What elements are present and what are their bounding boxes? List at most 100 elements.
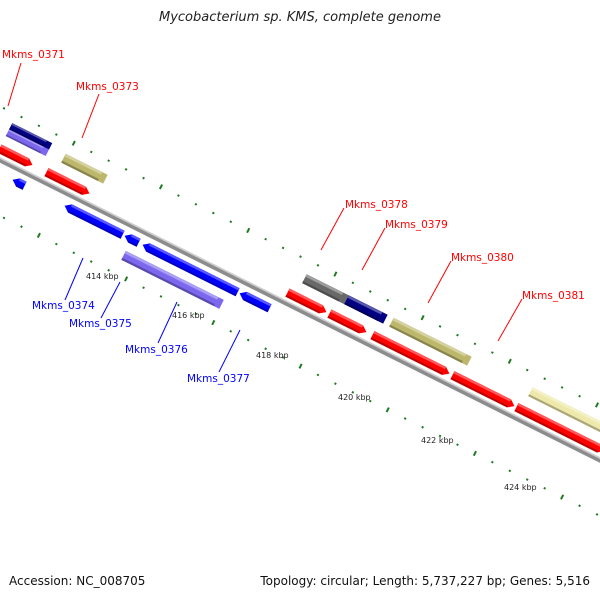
cds-mkms-0373-red-body <box>44 168 90 195</box>
cds-mkms-0371-red-body <box>0 144 33 167</box>
tick-outer <box>473 342 477 346</box>
scale-label: 414 kbp <box>86 272 119 281</box>
tick-outer <box>89 150 93 154</box>
tick-outer <box>20 115 23 119</box>
scale-label: 416 kbp <box>172 311 205 320</box>
gene-label-mkms-0379: Mkms_0379 <box>385 219 448 231</box>
tick-inner <box>2 216 6 220</box>
tick-outer <box>194 202 198 206</box>
cds-mkms-0379-body <box>344 295 388 324</box>
cds-mkms-0376-shadow <box>121 257 215 307</box>
tick-inner <box>246 338 250 342</box>
cds-mkms-0371-body <box>9 123 53 150</box>
cds-blue-small-left <box>12 178 27 190</box>
tick-inner <box>298 363 303 369</box>
label-leader-line <box>7 62 22 107</box>
tick-outer <box>142 176 145 180</box>
cds-mkms-0378 <box>302 274 349 305</box>
tick-inner <box>560 494 565 500</box>
tick-outer <box>158 184 164 190</box>
backbone <box>0 148 600 476</box>
cds-mkms-0380-body <box>389 317 472 366</box>
cds-mkms-0381 <box>528 387 600 438</box>
cds-mkms-0380-red-body <box>370 331 450 375</box>
tick-outer <box>333 271 338 277</box>
tick-outer <box>211 211 215 215</box>
tick-inner <box>403 417 407 420</box>
tick-outer <box>107 159 111 163</box>
cds-mkms-0377 <box>239 291 272 313</box>
cds-mkms-0378-red-shadow <box>285 294 320 314</box>
cds-mkms-0377-highlight <box>245 291 272 307</box>
cds-mkms-0377-body <box>239 291 272 313</box>
tick-outer <box>71 140 76 146</box>
tick-inner <box>438 434 442 438</box>
cds-lavender-left-shadow <box>5 134 42 154</box>
cds-mkms-0380-red-shadow <box>370 337 443 375</box>
tick-outer <box>543 377 547 381</box>
cds-mkms-0371-red-highlight <box>0 144 30 161</box>
cds-right-red-shadow <box>514 409 598 453</box>
cds-mkms-0378-body <box>302 274 349 305</box>
tick-inner <box>159 295 163 298</box>
cds-right-red <box>514 403 600 453</box>
tick-outer <box>281 246 285 250</box>
tick-outer <box>229 220 233 224</box>
cds-mkms-0371-highlight <box>11 123 47 143</box>
cds-mkms-0375-highlight <box>130 234 141 241</box>
cds-mkms-0379 <box>344 295 388 324</box>
tick-inner <box>20 225 23 228</box>
cds-mkms-0379-highlight <box>347 295 383 315</box>
cds-mkms-0375 <box>124 234 141 247</box>
cds-mkms-0373-red-highlight <box>47 168 87 190</box>
cds-mkms-0380-highlight <box>392 317 467 357</box>
cds-mkms-0374-highlight <box>70 204 125 233</box>
cds-mkms-0371 <box>9 123 53 150</box>
tick-outer <box>368 290 372 293</box>
cds-mkms-0380-red-highlight <box>373 331 447 370</box>
scale-label: 418 kbp <box>256 351 289 360</box>
gene-label-mkms-0374: Mkms_0374 <box>32 300 95 312</box>
tick-outer <box>124 168 128 171</box>
cds-mkms-0380-shadow <box>389 324 463 363</box>
cds-mkms-0374 <box>64 204 125 239</box>
cds-right-red-highlight <box>517 403 600 447</box>
tick-inner <box>36 232 41 239</box>
tick-inner <box>351 391 355 394</box>
tick-outer <box>386 298 390 302</box>
tick-inner <box>595 513 599 516</box>
label-leader-line <box>361 227 386 271</box>
scale-label: 422 kbp <box>421 436 454 445</box>
cds-mkms-0373 <box>61 153 108 184</box>
cds-mkms-0379-red-highlight <box>330 309 364 328</box>
cds-mkms-0374-shadow <box>67 210 122 239</box>
cds-mkms-0376-blue-shadow <box>145 249 237 297</box>
tick-inner <box>142 286 145 290</box>
tick-outer <box>299 255 302 258</box>
cds-mkms-0374-body <box>64 204 125 239</box>
tick-inner <box>456 443 459 447</box>
tick-outer <box>420 314 425 321</box>
label-leader-line <box>320 207 345 251</box>
backbone-highlight <box>0 148 600 473</box>
tick-outer <box>456 333 459 337</box>
tick-inner <box>264 347 267 351</box>
tick-inner <box>368 399 372 403</box>
tick-outer <box>438 325 442 328</box>
tick-inner <box>281 356 285 359</box>
label-leader-line <box>64 257 84 301</box>
cds-mkms-0381-red-body <box>450 371 515 408</box>
cds-mkms-0373-red <box>44 168 90 195</box>
tick-inner <box>472 450 477 457</box>
tick-outer <box>578 394 581 398</box>
cds-mkms-0379-red-body <box>327 309 367 334</box>
gene-label-mkms-0378: Mkms_0378 <box>345 199 408 211</box>
gene-label-mkms-0381: Mkms_0381 <box>522 290 585 302</box>
cds-mkms-0376 <box>121 250 224 309</box>
cds-mkms-0379-red-shadow <box>327 315 360 334</box>
cds-mkms-0378-red <box>285 288 327 314</box>
tick-inner <box>491 460 494 464</box>
label-leader-line <box>427 260 452 304</box>
cds-mkms-0378-highlight <box>305 274 344 296</box>
gene-label-mkms-0380: Mkms_0380 <box>451 252 514 264</box>
